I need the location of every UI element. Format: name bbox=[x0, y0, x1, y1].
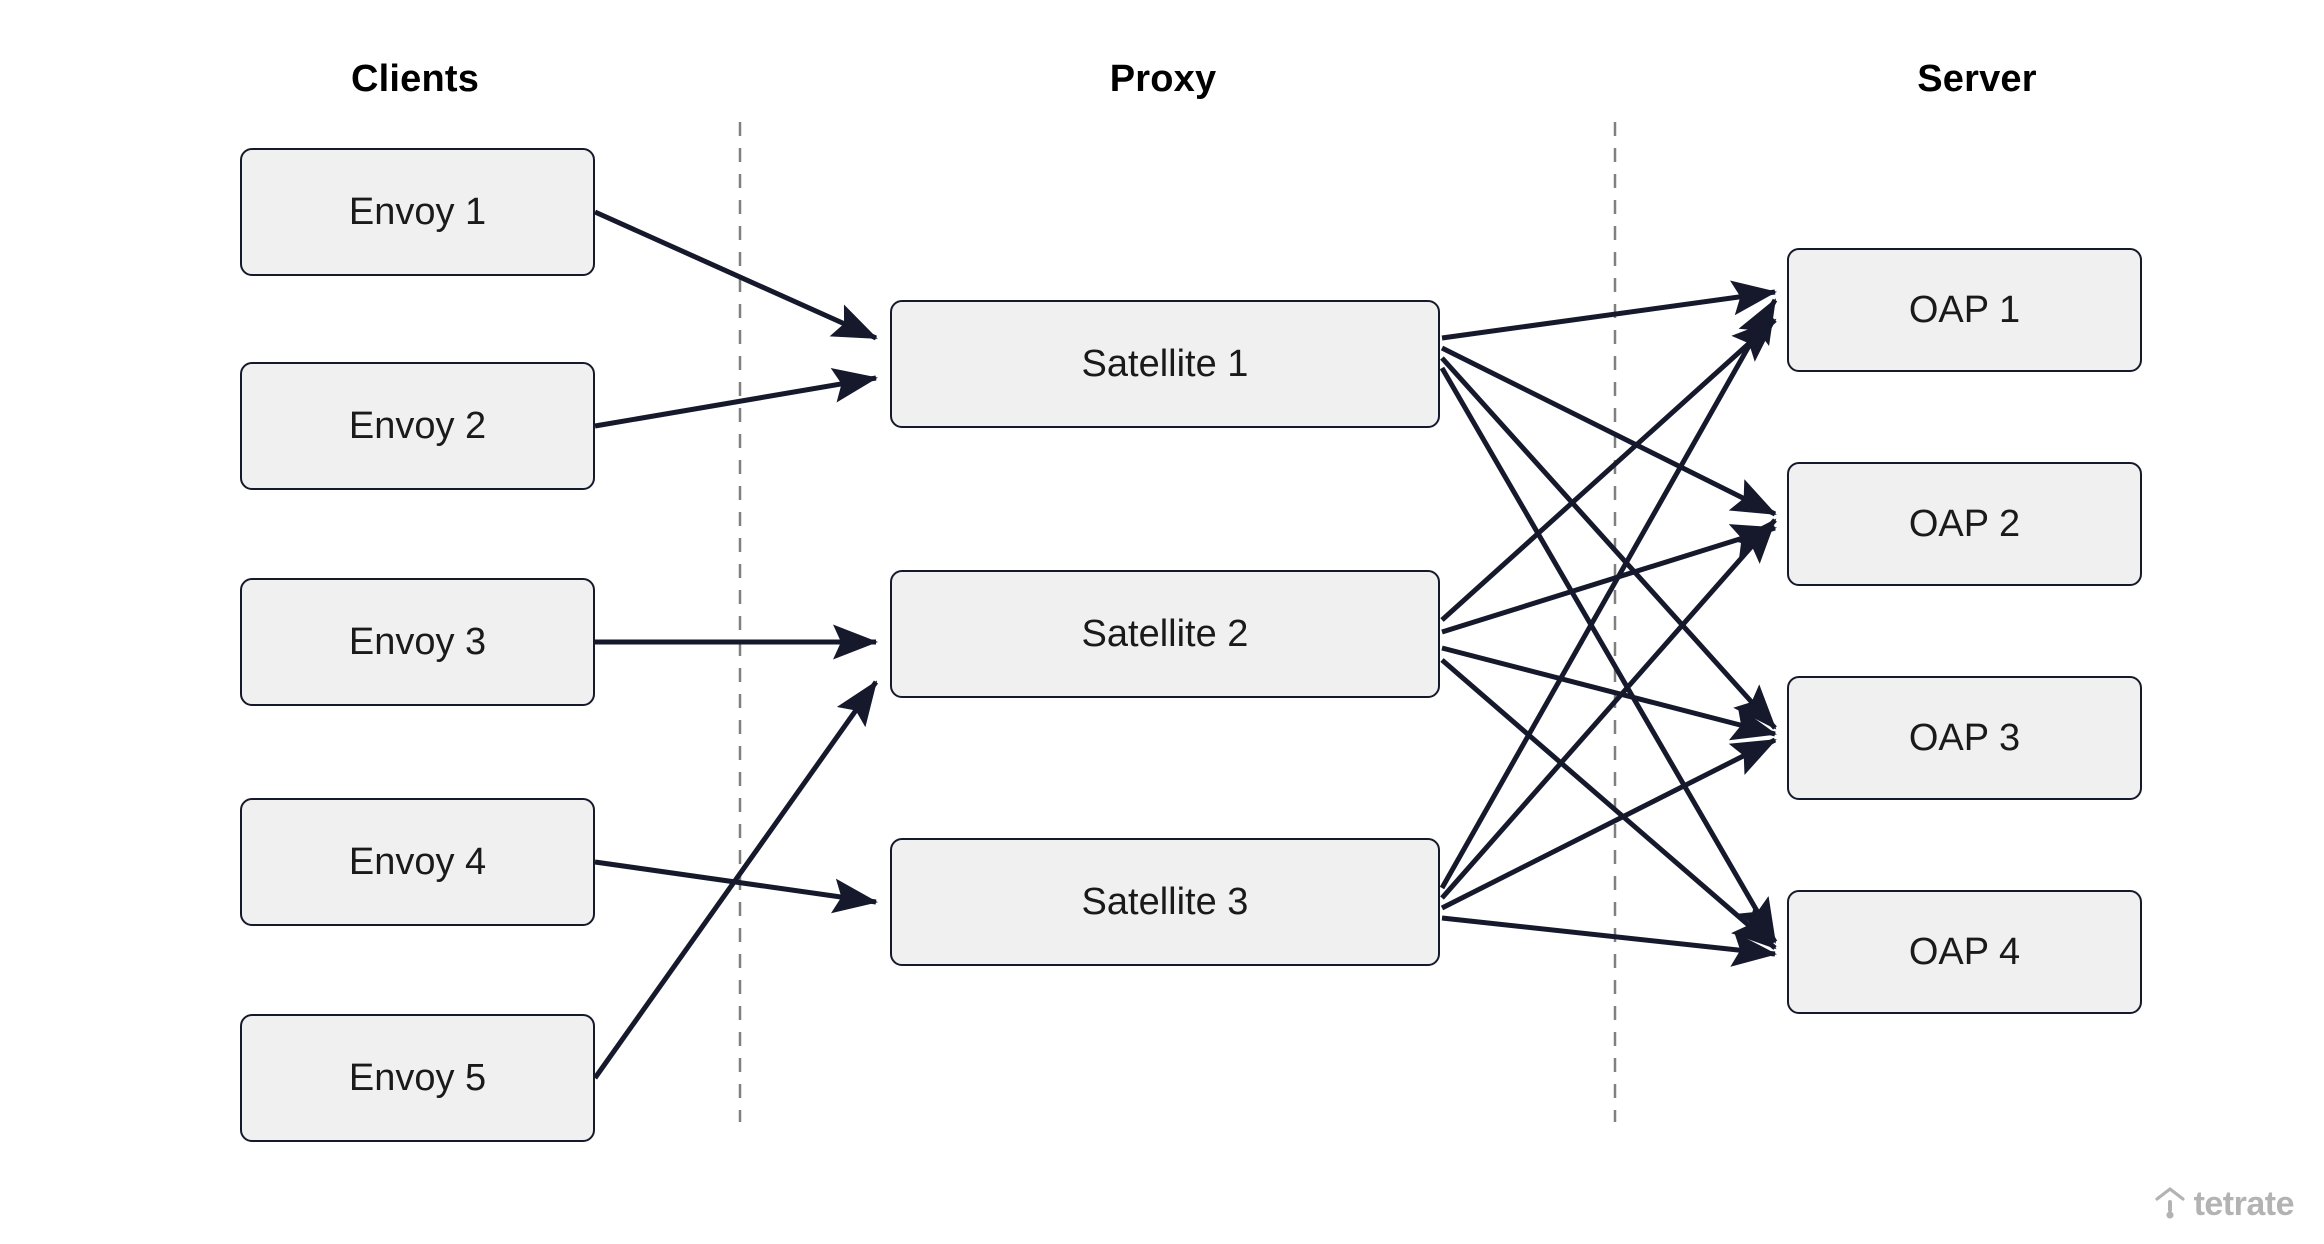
node-oap-1[interactable]: OAP 1 bbox=[1787, 248, 2142, 372]
edges-proxy-to-server bbox=[1439, 280, 1778, 967]
tetrate-mark-icon bbox=[2154, 1187, 2185, 1219]
edge-envoy-2-to-satellite-1 bbox=[594, 367, 878, 429]
edge-satellite-3-to-oap-2 bbox=[1440, 518, 1777, 900]
node-envoy-5[interactable]: Envoy 5 bbox=[240, 1014, 595, 1142]
edge-satellite-1-to-oap-1 bbox=[1441, 280, 1777, 341]
edges-clients-to-proxy bbox=[592, 209, 879, 1080]
edge-envoy-1-to-satellite-1 bbox=[593, 209, 878, 341]
node-oap-2[interactable]: OAP 2 bbox=[1787, 462, 2142, 586]
edge-satellite-2-to-oap-1 bbox=[1440, 318, 1777, 622]
node-envoy-4[interactable]: Envoy 4 bbox=[240, 798, 595, 926]
edge-satellite-3-to-oap-1 bbox=[1439, 298, 1778, 890]
node-envoy-1[interactable]: Envoy 1 bbox=[240, 148, 595, 276]
edge-satellite-1-to-oap-2 bbox=[1440, 345, 1777, 517]
column-title-proxy: Proxy bbox=[1109, 58, 1217, 100]
edge-satellite-2-to-oap-3 bbox=[1441, 645, 1777, 741]
node-satellite-3[interactable]: Satellite 3 bbox=[890, 838, 1440, 966]
edge-envoy-4-to-satellite-3 bbox=[594, 859, 878, 914]
node-oap-4[interactable]: OAP 4 bbox=[1787, 890, 2142, 1014]
edge-envoy-5-to-satellite-2 bbox=[592, 680, 879, 1080]
edge-satellite-2-to-oap-4 bbox=[1440, 658, 1777, 950]
edge-satellite-1-to-oap-3 bbox=[1440, 356, 1777, 730]
node-envoy-2[interactable]: Envoy 2 bbox=[240, 362, 595, 490]
node-satellite-1[interactable]: Satellite 1 bbox=[890, 300, 1440, 428]
tetrate-logo-text: tetrate bbox=[2193, 1185, 2295, 1223]
node-satellite-2[interactable]: Satellite 2 bbox=[890, 570, 1440, 698]
edge-satellite-3-to-oap-4 bbox=[1441, 915, 1777, 967]
tetrate-logo: tetrate bbox=[2154, 1185, 2295, 1223]
column-title-clients: Clients bbox=[350, 58, 480, 100]
column-title-server: Server bbox=[1917, 58, 2037, 100]
edge-satellite-2-to-oap-2 bbox=[1441, 524, 1777, 635]
edge-satellite-3-to-oap-3 bbox=[1440, 737, 1777, 911]
node-oap-3[interactable]: OAP 3 bbox=[1787, 676, 2142, 800]
edge-satellite-1-to-oap-4 bbox=[1439, 366, 1778, 944]
node-envoy-3[interactable]: Envoy 3 bbox=[240, 578, 595, 706]
